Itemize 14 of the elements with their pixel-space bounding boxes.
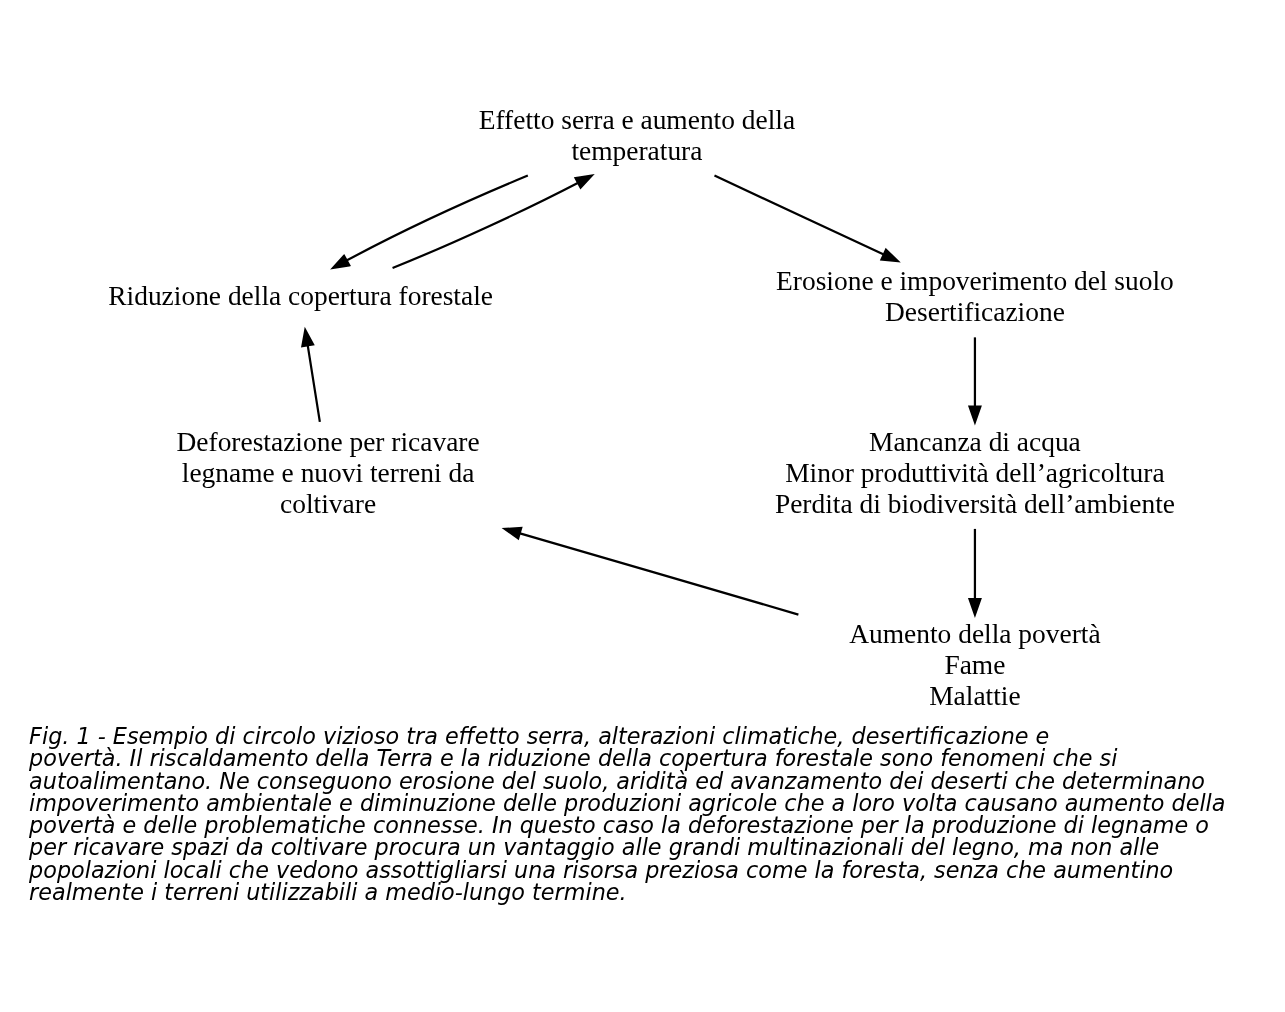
node-text: Riduzione della copertura forestale [108, 280, 493, 311]
node-text: Effetto serra e aumento della temperatura [478, 104, 796, 166]
arrow [967, 528, 982, 618]
arrow [301, 326, 321, 422]
arrow [392, 173, 595, 269]
node-text: Mancanza di acqua Minor produttività dell’agricoltura Perdita di biodiversità dell’ambiente [774, 426, 1175, 519]
node-text: Deforestazione per ricavare legname e nuovi terreni da coltivare [176, 426, 480, 519]
node-text: Aumento della povertà Fame Malattie [849, 618, 1101, 711]
arrow [501, 526, 799, 616]
arrow [967, 336, 982, 425]
caption: Fig. 1 - Esempio di circolo vizioso tra effetto serra, alterazioni climatiche, desertificazione e povertà. Il riscaldamento della Terra e la riduzione della copertura forestale sono fenomeni che si autoalimentano. Ne conseguono erosione del suolo, aridità ed avanzamento dei deserti che determinano impoverimento ambientale e diminuzione delle produzioni agricole che a loro volta causano aumento della povertà e delle problematiche connesse. In questo caso la deforestazione per la produzione di legname o per ricavare spazi da coltivare procura un vantaggio alle grandi multinazionali del legno, ma non alle popolazioni locali che vedono assottigliarsi una risorsa preziosa come la foresta, senza che aumentino realmente i terreni utilizzabili a medio-lungo termine. [29, 722, 1226, 905]
arrow [330, 174, 529, 270]
arrow [714, 174, 901, 263]
node-text: Erosione e impoverimento del suolo Desertificazione [776, 265, 1174, 327]
